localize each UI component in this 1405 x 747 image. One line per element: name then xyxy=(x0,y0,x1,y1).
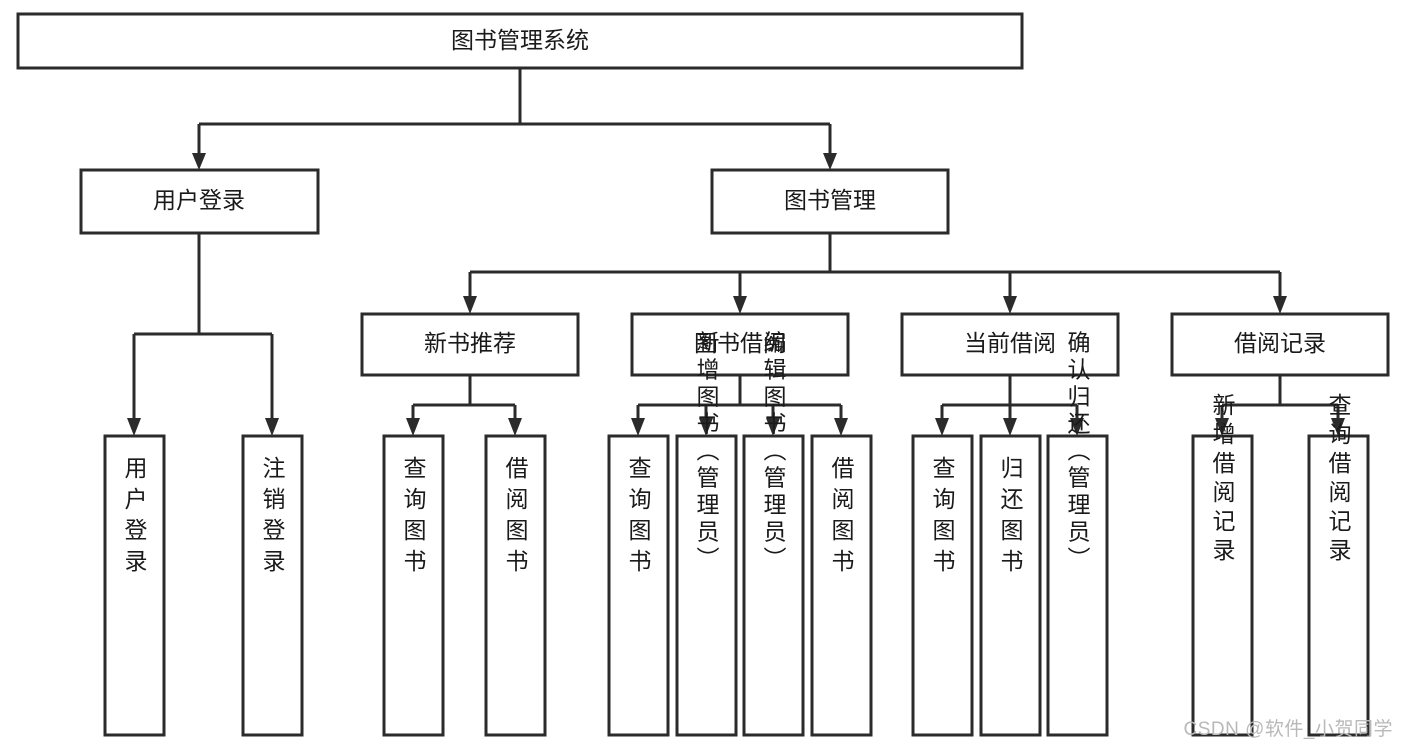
arrow-to-book-borrow xyxy=(733,296,747,314)
arrow-to-book-manage xyxy=(823,153,837,170)
node-leaf-query-record-label: 查询借阅记录 xyxy=(1325,393,1352,567)
arrow-to-leaf-borrow-book-2 xyxy=(834,418,848,436)
node-book-manage-label: 图书管理 xyxy=(784,187,876,213)
node-leaf-add-record-label: 新增借阅记录 xyxy=(1209,393,1236,567)
arrow-to-leaf-edit-book xyxy=(766,418,780,436)
node-leaf-query-book-1-box[interactable] xyxy=(382,434,445,737)
arrow-to-leaf-confirm-return xyxy=(1070,418,1084,436)
node-leaf-query-book-2[interactable]: 查询图书 xyxy=(607,434,670,737)
node-leaf-borrow-book-1[interactable]: 借阅图书 xyxy=(484,434,547,737)
connectors-bookmanage-to-level3 xyxy=(463,233,1287,314)
node-borrow-record[interactable]: 借阅记录 xyxy=(1170,312,1390,377)
node-borrow-record-label: 借阅记录 xyxy=(1234,330,1326,356)
node-book-borrow[interactable]: 图书借阅 xyxy=(630,312,850,377)
node-borrow-record-box[interactable] xyxy=(1170,312,1390,377)
node-leaf-user-login-box[interactable] xyxy=(103,434,166,737)
node-leaf-confirm-return-box[interactable] xyxy=(1046,434,1109,737)
node-leaf-return-book-box[interactable] xyxy=(979,434,1042,737)
node-book-borrow-box[interactable] xyxy=(630,312,850,377)
node-leaf-query-book-2-box[interactable] xyxy=(607,434,670,737)
node-leaf-query-book-3-box[interactable] xyxy=(911,434,974,737)
node-leaf-query-book-2-label: 查询图书 xyxy=(625,456,652,580)
node-leaf-borrow-book-2-label: 借阅图书 xyxy=(828,456,855,580)
node-root-label: 图书管理系统 xyxy=(451,27,589,53)
node-user-login-box[interactable] xyxy=(79,168,320,235)
arrow-to-leaf-add-book xyxy=(699,418,713,436)
node-leaf-return-book[interactable]: 归还图书 xyxy=(979,434,1042,737)
arrow-to-new-book-rec xyxy=(463,296,477,314)
node-new-book-rec-label: 新书推荐 xyxy=(424,330,516,356)
node-leaf-edit-book-label: 编辑图书（管理员） xyxy=(760,331,787,574)
arrow-to-current-borrow xyxy=(1003,296,1017,314)
node-current-borrow-box[interactable] xyxy=(900,312,1120,377)
arrow-to-leaf-query-book-2 xyxy=(631,418,645,436)
node-leaf-confirm-return[interactable]: 确认归还（管理员） xyxy=(1046,331,1109,737)
node-leaf-borrow-book-1-box[interactable] xyxy=(484,434,547,737)
node-leaf-logout[interactable]: 注销登录 xyxy=(241,434,304,737)
node-leaf-add-record[interactable]: 新增借阅记录 xyxy=(1191,393,1254,737)
node-book-manage[interactable]: 图书管理 xyxy=(710,168,950,235)
node-leaf-logout-label: 注销登录 xyxy=(259,456,286,580)
arrow-to-leaf-borrow-book-1 xyxy=(508,418,522,436)
connectors-currentborrow-to-leaves xyxy=(935,375,1084,436)
arrow-to-leaf-add-record xyxy=(1215,418,1229,436)
node-new-book-rec-box[interactable] xyxy=(360,312,580,377)
node-root[interactable]: 图书管理系统 xyxy=(16,12,1024,70)
node-leaf-user-login-label: 用户登录 xyxy=(121,456,148,580)
arrow-to-leaf-return-book xyxy=(1003,418,1017,436)
node-leaf-add-record-box[interactable] xyxy=(1191,434,1254,737)
node-current-borrow[interactable]: 当前借阅 xyxy=(900,312,1120,377)
arrow-to-leaf-query-record xyxy=(1331,418,1345,436)
node-user-login[interactable]: 用户登录 xyxy=(79,168,320,235)
node-leaf-user-login[interactable]: 用户登录 xyxy=(103,434,166,737)
node-leaf-query-record-box[interactable] xyxy=(1307,434,1370,737)
connectors-bookborrow-to-leaves xyxy=(631,375,848,436)
node-leaf-confirm-return-label: 确认归还（管理员） xyxy=(1064,331,1091,574)
arrow-to-leaf-user-login xyxy=(127,418,141,436)
connectors-root-to-level2 xyxy=(192,68,837,170)
node-leaf-borrow-book-2-box[interactable] xyxy=(810,434,873,737)
arrow-to-borrow-record xyxy=(1273,296,1287,314)
node-leaf-logout-box[interactable] xyxy=(241,434,304,737)
node-leaf-add-book[interactable]: 新增图书（管理员） xyxy=(675,331,738,737)
connectors-newbookrec-to-leaves xyxy=(406,375,522,436)
connectors-borrowrecord-to-leaves xyxy=(1215,375,1345,436)
node-leaf-add-book-label: 新增图书（管理员） xyxy=(693,331,720,574)
arrow-to-leaf-logout xyxy=(265,418,279,436)
node-leaf-return-book-label: 归还图书 xyxy=(997,456,1024,580)
csdn-watermark: CSDN @软件_小贺同学 xyxy=(1183,719,1393,740)
node-leaf-edit-book[interactable]: 编辑图书（管理员） xyxy=(742,331,805,737)
node-leaf-query-book-3-label: 查询图书 xyxy=(929,456,956,580)
node-leaf-query-record[interactable]: 查询借阅记录 xyxy=(1307,393,1370,737)
arrow-to-user-login xyxy=(192,153,206,170)
node-leaf-borrow-book-2[interactable]: 借阅图书 xyxy=(810,434,873,737)
node-leaf-query-book-3[interactable]: 查询图书 xyxy=(911,434,974,737)
connectors-userlogin-to-leaves xyxy=(127,233,279,436)
node-book-borrow-label: 图书借阅 xyxy=(694,330,786,356)
node-new-book-rec[interactable]: 新书推荐 xyxy=(360,312,580,377)
node-current-borrow-label: 当前借阅 xyxy=(964,330,1056,356)
node-leaf-edit-book-box[interactable] xyxy=(742,434,805,737)
node-leaf-borrow-book-1-label: 借阅图书 xyxy=(502,456,529,580)
arrow-to-leaf-query-book-1 xyxy=(406,418,420,436)
node-leaf-query-book-1-label: 查询图书 xyxy=(400,456,427,580)
node-book-manage-box[interactable] xyxy=(710,168,950,235)
node-user-login-label: 用户登录 xyxy=(153,187,245,213)
node-leaf-query-book-1[interactable]: 查询图书 xyxy=(382,434,445,737)
node-leaf-add-book-box[interactable] xyxy=(675,434,738,737)
node-root-box[interactable] xyxy=(16,12,1024,70)
arrow-to-leaf-query-book-3 xyxy=(935,418,949,436)
